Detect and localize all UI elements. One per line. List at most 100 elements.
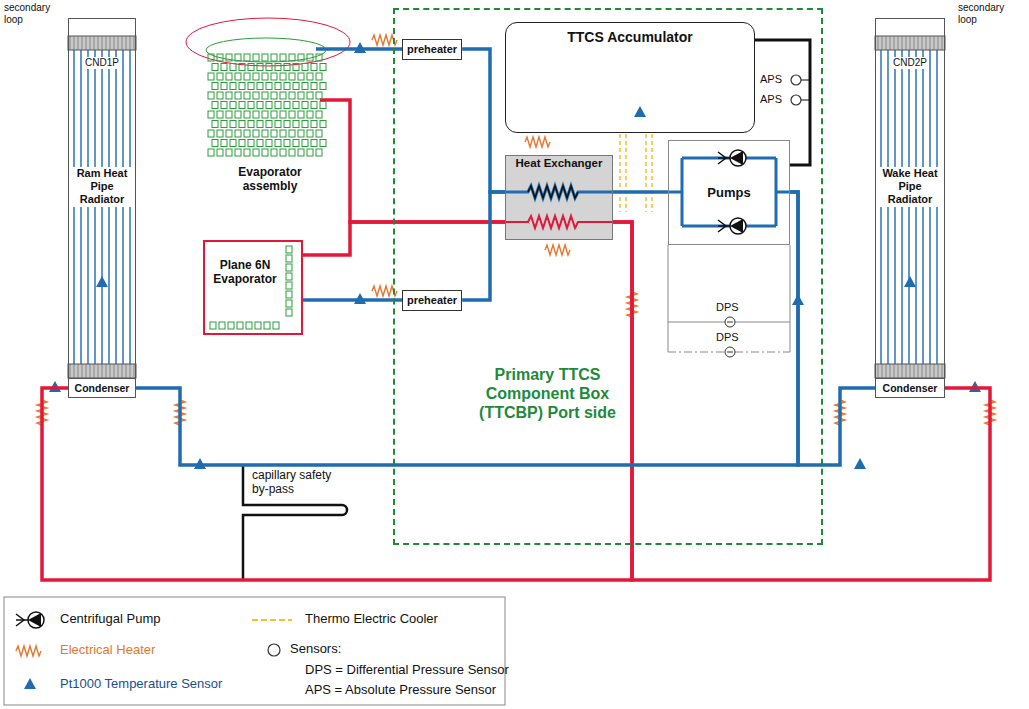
pipe-connector [462, 192, 505, 300]
evaporator-assembly-art [221, 64, 227, 71]
evaporator-assembly-art [262, 92, 268, 99]
evaporator-assembly-art [284, 83, 290, 90]
plane-evaporator-art [286, 282, 292, 289]
evaporator-assembly-art [293, 64, 299, 71]
evaporator-assembly-art [235, 149, 241, 156]
evaporator-assembly-art [257, 102, 263, 109]
radiator-left-art [129, 50, 130, 364]
evaporator-assembly-art [271, 130, 277, 137]
radiator-right-art [875, 36, 945, 50]
evaporator-assembly-art [244, 73, 250, 80]
evaporator-assembly-art [311, 121, 317, 128]
capillary-bypass [243, 465, 347, 580]
node-text: Wake Heat Pipe Radiator [877, 167, 943, 207]
loop-label: secondary loop [4, 2, 64, 26]
plane-evaporator-art [219, 322, 225, 329]
evaporator-assembly-art [280, 130, 286, 137]
dps-lines [668, 245, 790, 357]
evaporator-assembly-art [298, 54, 304, 61]
thermo-electric-cooler [645, 134, 647, 212]
legend-frame [24, 678, 36, 689]
evaporator-assembly-art [320, 102, 326, 109]
legend-text: Centrifugal Pump [60, 611, 160, 627]
evaporator-assembly-art [293, 121, 299, 128]
evaporator-assembly-art [289, 54, 295, 61]
evaporator-assembly-art [235, 111, 241, 118]
radiator-right-art [901, 50, 902, 364]
evaporator-assembly-art [311, 64, 317, 71]
evaporator-assembly-art [280, 73, 286, 80]
legend-text: Thermo Electric Cooler [305, 611, 438, 627]
evaporator-assembly-art [230, 83, 236, 90]
legend-frame [268, 644, 280, 656]
heat-exchanger-art [505, 155, 613, 240]
legend-text: Electrical Heater [60, 642, 155, 658]
evaporator-assembly-art [262, 111, 268, 118]
evaporator-assembly-art [262, 149, 268, 156]
thermo-electric-cooler [625, 134, 627, 212]
evaporator-assembly-art [311, 83, 317, 90]
evaporator-assembly-art [284, 64, 290, 71]
evaporator-assembly-art [212, 83, 218, 90]
sensor-label: DPS [716, 301, 739, 314]
node-text: Heat Exchanger [516, 157, 603, 171]
pump-loop [668, 158, 790, 226]
plane-evaporator-art [286, 264, 292, 271]
temperature-sensors [854, 458, 866, 469]
legend-frame [4, 597, 505, 705]
legend-text: Sensors: [290, 641, 341, 657]
node-text: preheater [407, 43, 457, 56]
pipe-connector [303, 298, 402, 302]
evaporator-assembly-art [293, 102, 299, 109]
evaporator-assembly-art [244, 111, 250, 118]
evaporator-assembly-art [302, 140, 308, 147]
plane-evaporator-art [286, 273, 292, 280]
heat-exchanger-art [505, 186, 613, 198]
legend-text: Pt1000 Temperature Sensor [60, 676, 222, 692]
evaporator-assembly-art [235, 92, 241, 99]
evaporator-assembly-art [244, 149, 250, 156]
evaporator-assembly-art [230, 140, 236, 147]
evaporator-assembly-art [217, 149, 223, 156]
pump-loop [718, 150, 746, 166]
evaporator-assembly-art [284, 121, 290, 128]
evaporator-assembly-art [298, 130, 304, 137]
plane-evaporator-art [237, 322, 243, 329]
evaporator-assembly-art [311, 102, 317, 109]
evaporator-assembly-art [253, 73, 259, 80]
evaporator-assembly-art [316, 92, 322, 99]
evaporator-assembly-art [271, 54, 277, 61]
dps-lines [668, 322, 790, 323]
evaporator-assembly-art [316, 73, 322, 80]
legend-text: APS = Absolute Pressure Sensor [305, 682, 496, 698]
evaporator-assembly-art [316, 130, 322, 137]
aps-sensors [791, 75, 801, 85]
legend-frame [252, 619, 292, 621]
evaporator-assembly-art [266, 102, 272, 109]
evaporator-assembly-art [212, 64, 218, 71]
plane-evaporator: Plane 6N Evaporator [203, 240, 303, 335]
evaporator-assembly-art [311, 140, 317, 147]
plane-evaporator-art [286, 255, 292, 262]
evaporator-assembly-art [275, 64, 281, 71]
evaporator-assembly-art [320, 121, 326, 128]
evaporator-assembly-art [289, 92, 295, 99]
legend-frame [16, 612, 44, 628]
radiator-left-art [68, 364, 136, 378]
evaporator-assembly-art [289, 149, 295, 156]
radiator-right-art [880, 50, 881, 364]
evaporator-assembly-art [298, 92, 304, 99]
condenser-box: Condenser [875, 378, 945, 398]
evaporator-assembly-art [208, 130, 214, 137]
evaporator-assembly-art [248, 102, 254, 109]
dps-lines [668, 352, 790, 353]
evaporator-assembly-art [217, 130, 223, 137]
radiator-panel: CND2PWake Heat Pipe RadiatorCondenser [875, 18, 945, 398]
evaporator-assembly-art [307, 54, 313, 61]
node-text: TTCS Accumulator [567, 29, 693, 46]
evaporator-assembly-art [244, 130, 250, 137]
heaters [37, 35, 995, 425]
evaporator-assembly-art [253, 149, 259, 156]
evaporator-assembly-art [226, 130, 232, 137]
plane-evaporator-art [210, 246, 292, 329]
